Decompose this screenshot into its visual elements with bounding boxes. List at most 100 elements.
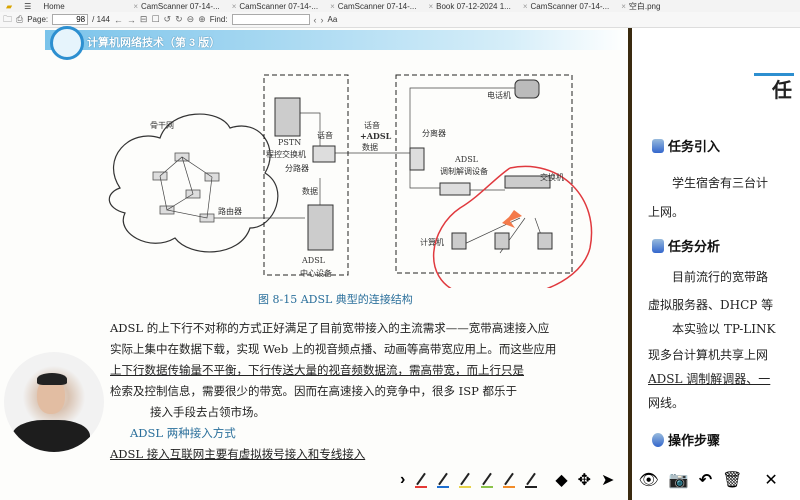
text-line: ADSL 接入互联网主要有虚拟拨号接入和专线接入 [110, 447, 366, 461]
chart-icon [652, 138, 664, 153]
presenter-hair [37, 373, 67, 385]
heading-task-intro: 任务引入 [652, 136, 720, 155]
next-page-icon[interactable]: → [126, 14, 136, 25]
presenter-shirt [12, 420, 90, 452]
text-line: 学生宿舍有三台计 [672, 176, 769, 190]
page-gutter [628, 28, 632, 500]
backbone-cloud [108, 113, 279, 253]
label-modem2: 调制解调设备 [440, 167, 488, 176]
page-label: Page: [27, 15, 49, 24]
chapter-header: 计算机网络技术（第 3 版） [45, 26, 628, 60]
pen-yellow-icon[interactable] [459, 472, 472, 488]
label-pstn-switch: 程控交换机 [266, 150, 306, 159]
pen-blue-icon[interactable] [437, 472, 450, 488]
match-case-button[interactable]: Aa [327, 15, 338, 24]
monitor-logo-icon [50, 26, 84, 60]
adsl-diagram [108, 74, 593, 288]
tab-home[interactable]: Home [43, 1, 65, 11]
chart-icon [652, 238, 664, 253]
label-router: 路由器 [218, 207, 242, 216]
splitter-right-device [409, 147, 425, 171]
fit-width-icon[interactable]: ⊟ [139, 14, 148, 24]
zoom-in-icon[interactable]: ⊕ [198, 14, 206, 24]
marker-orange-icon[interactable] [503, 472, 516, 488]
title-rule [754, 73, 794, 76]
label-voice: 话音 [317, 131, 333, 140]
orange-arrow-annotation [502, 210, 522, 228]
tab-document[interactable]: ×CamScanner 07-14-... [133, 1, 220, 11]
connection-lines [159, 87, 546, 254]
pen-black-icon[interactable] [525, 472, 538, 488]
computer-device [537, 232, 553, 250]
app-logo-icon: ▰ [6, 1, 13, 11]
camera-icon[interactable]: 📷 [668, 472, 689, 489]
find-label: Find: [209, 15, 228, 24]
text-line: 现多台计算机共享上网 [648, 348, 769, 362]
heading-steps: 操作步骤 [652, 430, 720, 449]
label-data: 数据 [302, 187, 318, 196]
text-line: 本实验以 TP-LINK [672, 322, 776, 336]
lightbulb-icon [652, 432, 664, 447]
computer-device [451, 232, 467, 250]
eraser-icon[interactable]: ◆ [555, 472, 568, 489]
tab-document[interactable]: ×CamScanner 07-14-... [330, 1, 417, 11]
eye-icon[interactable]: 👁 [638, 472, 659, 489]
pen-red-icon[interactable] [415, 472, 428, 488]
pstn-boundary [263, 74, 349, 276]
label-splitter-right: 分离器 [422, 129, 446, 138]
text-line: 检索及控制信息，需要很少的带宽。因而在高速接入的竞争中，很多 ISP 都乐于 [110, 384, 517, 398]
body-text: ADSL 的上下行不对称的方式正好满足了目前宽带接入的主流需求——宽带高速接入应… [110, 318, 620, 465]
rotate-left-icon[interactable]: ↺ [163, 14, 172, 24]
find-prev-icon[interactable]: ‹ [313, 14, 317, 25]
label-adsl-center2: 中心设备 [300, 269, 332, 278]
pen-green-icon[interactable] [481, 472, 494, 488]
phone-device [514, 79, 540, 99]
trash-icon[interactable]: 🗑 [722, 472, 743, 489]
tab-document[interactable]: ×CamScanner 07-14-... [231, 1, 319, 11]
label-backbone: 骨干网 [150, 121, 174, 130]
open-folder-icon[interactable]: 🗀 [3, 13, 13, 24]
page-total: / 144 [92, 15, 110, 24]
label-pstn: PSTN [278, 138, 302, 147]
left-book-page: 计算机网络技术（第 3 版） 骨干网 路由器 PSTN 程 [0, 26, 628, 500]
text-line: 上下行数据传输量不平衡，下行传送大量的视音频数据流，需高带宽，而上行只是 [110, 363, 524, 377]
splitter-device [312, 145, 336, 163]
tab-document[interactable]: ×CamScanner 07-14-... [522, 1, 610, 11]
red-circle-annotation [433, 165, 593, 288]
text-line: 接入手段去占领市场。 [150, 405, 265, 419]
label-voice-adsl: 话音 [364, 121, 380, 130]
find-next-icon[interactable]: › [320, 14, 324, 25]
fit-page-icon[interactable]: ☐ [151, 14, 160, 24]
label-modem: ADSL [455, 155, 478, 164]
pointer-icon[interactable]: ➤ [601, 472, 615, 489]
label-switch: 交换机 [540, 173, 564, 182]
label-splitter-left: 分路器 [285, 164, 309, 173]
menu-icon[interactable]: ☰ [24, 1, 32, 11]
page-number-input[interactable] [52, 14, 89, 25]
toolbar: 🗀 ⎙ Page: / 144 ← → ⊟ ☐ ↺ ↻ ⊖ ⊕ Find: ‹ … [0, 12, 800, 28]
print-icon[interactable]: ⎙ [16, 14, 24, 24]
text-line: 网线。 [648, 396, 685, 410]
collapse-chevron-icon[interactable]: › [400, 471, 406, 488]
text-line: ADSL 调制解调器、一 [648, 372, 771, 386]
heading-task-analysis: 任务分析 [652, 236, 720, 255]
move-icon[interactable]: ✥ [577, 472, 592, 489]
tab-document[interactable]: ×Book 07-12-2024 1... [428, 1, 511, 11]
rotate-right-icon[interactable]: ↻ [175, 14, 183, 24]
label-voice-adsl3: 数据 [362, 143, 378, 152]
prev-page-icon[interactable]: ← [113, 14, 123, 25]
find-input[interactable] [231, 14, 310, 25]
computer-device [494, 232, 510, 250]
home-boundary [395, 74, 573, 274]
book-title: 计算机网络技术（第 3 版） [87, 37, 221, 49]
undo-icon[interactable]: ↶ [698, 472, 713, 489]
tab-document[interactable]: ×空白.png [621, 1, 661, 11]
close-icon[interactable]: ✕ [764, 472, 778, 489]
text-line: ADSL 的上下行不对称的方式正好满足了目前宽带接入的主流需求——宽带高速接入应 [110, 321, 550, 335]
annotation-toolbar: › ◆ ✥ ➤ 👁 📷 ↶ 🗑 ✕ [400, 466, 778, 494]
figure-caption: 图 8-15 ADSL 典型的连接结构 [258, 293, 413, 306]
zoom-out-icon[interactable]: ⊖ [186, 14, 195, 24]
label-phone: 电话机 [487, 91, 511, 100]
text-line: 目前流行的宽带路 [672, 270, 769, 284]
text-line: 上网。 [648, 205, 685, 219]
